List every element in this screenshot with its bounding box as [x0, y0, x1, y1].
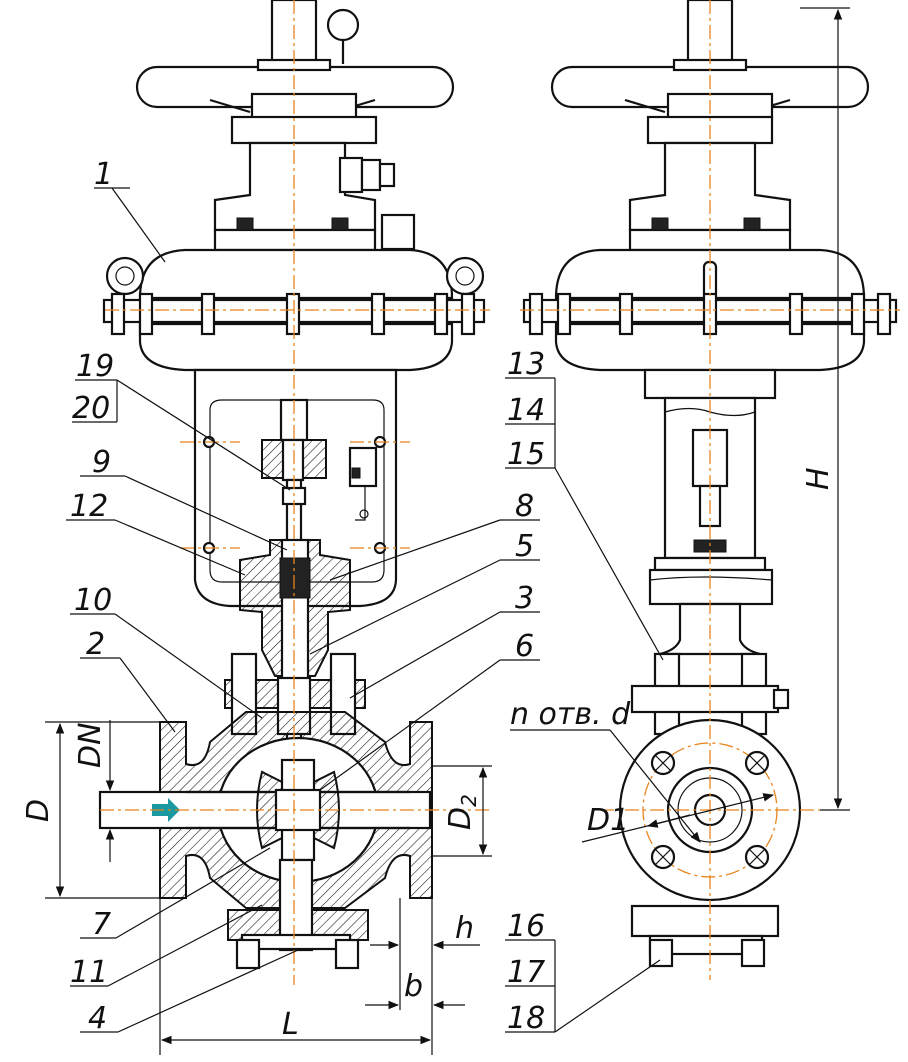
dimension-lines	[45, 7, 850, 1055]
label-6: 6	[515, 629, 534, 664]
label-16: 16	[507, 909, 545, 944]
dim-D2: D2	[443, 794, 481, 830]
dim-DN: DN	[73, 722, 108, 768]
dim-D1: D1	[587, 803, 629, 838]
top-flange	[213, 228, 377, 252]
label-18: 18	[507, 1001, 545, 1036]
handle-ball-icon	[326, 8, 360, 42]
diaphragm-housing	[138, 248, 454, 300]
housing-bolts	[110, 292, 476, 336]
part-number-labels: 1 19 20 9 12 10 2 7 11 4 8 5 3 6 13 14 1…	[70, 157, 545, 1036]
label-19: 19	[76, 349, 114, 384]
label-5: 5	[515, 529, 534, 564]
dim-L: L	[282, 1007, 299, 1042]
label-8: 8	[515, 489, 534, 524]
dim-D2-sub: 2	[457, 794, 481, 807]
dim-holes: n отв. d	[510, 697, 631, 732]
label-7: 7	[92, 907, 111, 942]
dim-D: D	[21, 799, 56, 822]
eyebolt-right-icon	[445, 256, 485, 296]
label-15: 15	[507, 437, 545, 472]
label-1: 1	[94, 157, 113, 192]
yoke-cap	[230, 115, 378, 145]
eyebolt-left-icon	[105, 256, 145, 296]
label-10: 10	[74, 583, 112, 618]
label-9: 9	[92, 445, 111, 480]
label-2: 2	[86, 627, 105, 662]
label-20: 20	[72, 391, 110, 426]
label-3: 3	[515, 581, 534, 616]
label-17: 17	[507, 955, 545, 990]
dim-D2-main: D	[443, 807, 478, 830]
flow-arrow-icon	[152, 798, 180, 822]
label-14: 14	[507, 393, 545, 428]
leader-lines	[66, 187, 664, 1033]
dimension-labels: H D DN D2 L h b D1 n отв. d	[21, 467, 836, 1042]
dim-H: H	[801, 467, 836, 490]
dim-b: b	[404, 969, 423, 1004]
label-12: 12	[70, 489, 108, 524]
label-13: 13	[507, 347, 545, 382]
label-4: 4	[88, 1001, 107, 1036]
left-view	[98, 0, 486, 970]
label-11: 11	[70, 955, 108, 990]
dim-h: h	[455, 911, 474, 946]
hub	[250, 92, 358, 120]
